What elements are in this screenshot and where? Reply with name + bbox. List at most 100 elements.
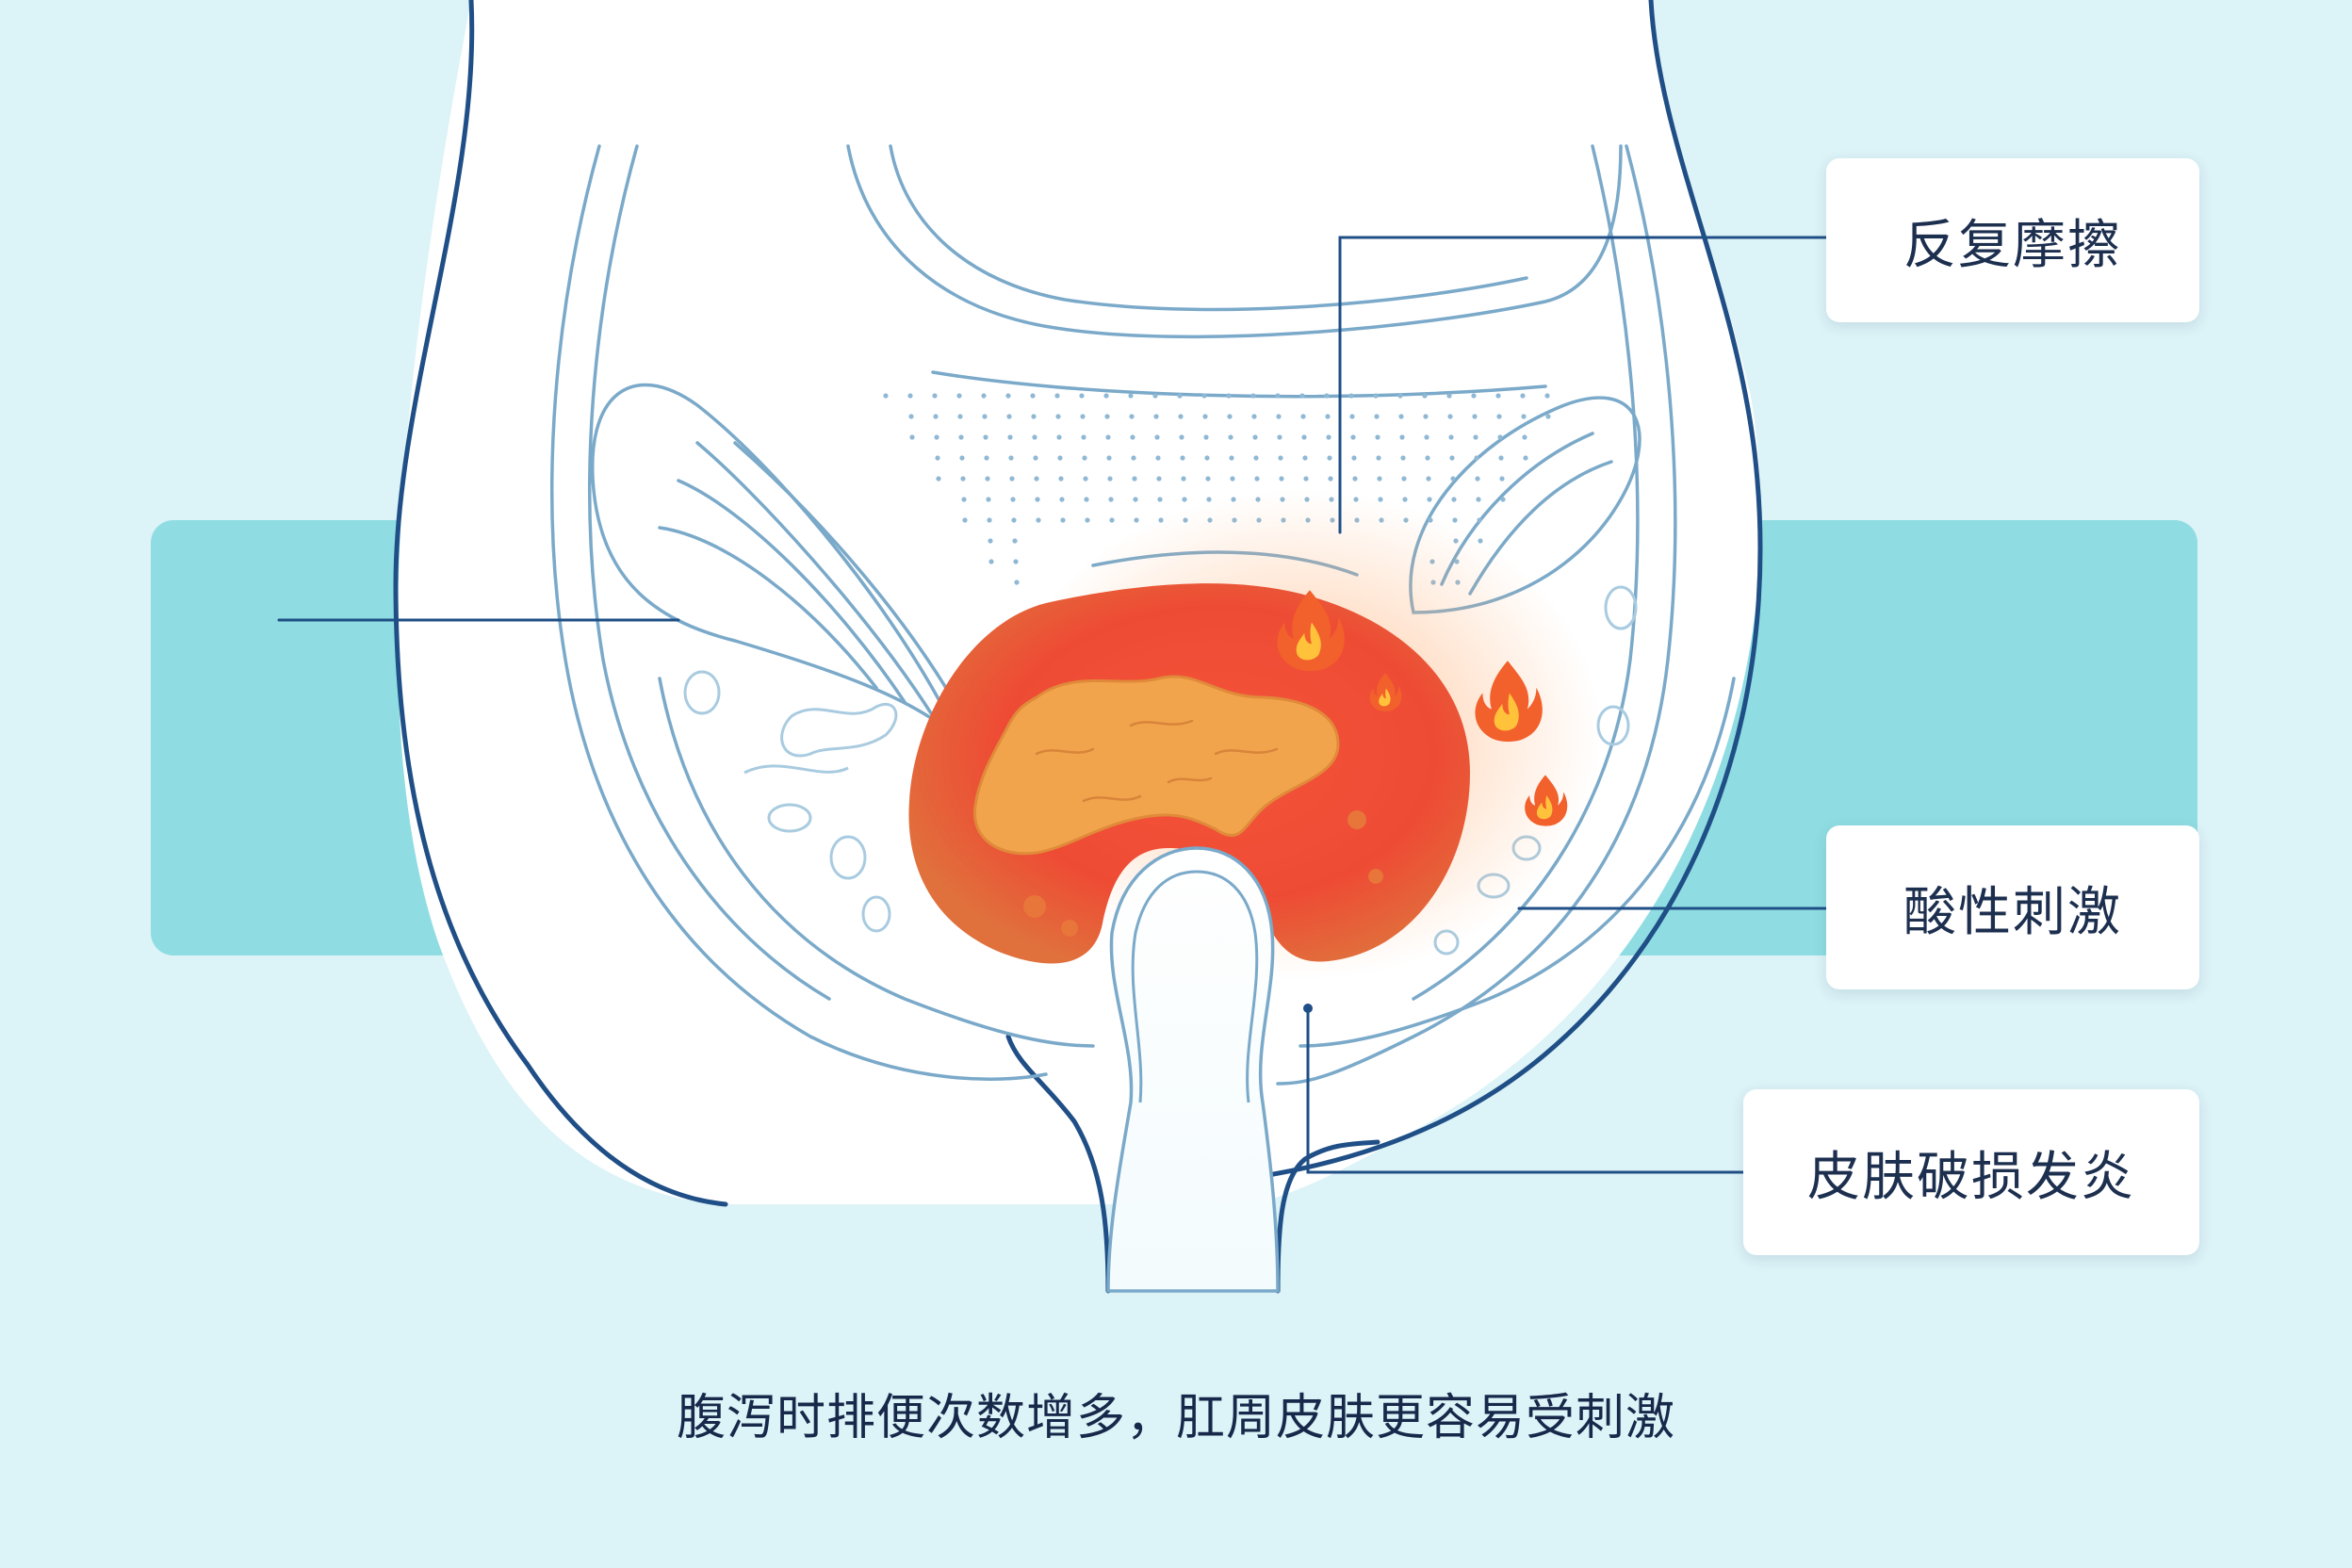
texture-dot <box>1157 497 1163 502</box>
muscle-fiber <box>658 526 878 690</box>
texture-dot <box>1301 434 1307 440</box>
texture-dot <box>958 434 964 440</box>
outer-outline-left <box>393 0 728 1207</box>
texture-dot <box>1425 455 1430 461</box>
texture-dot <box>1009 476 1015 482</box>
texture-dot <box>1447 414 1453 419</box>
texture-dot <box>1083 476 1088 482</box>
texture-dot <box>932 393 938 399</box>
texture-dot <box>936 476 941 482</box>
texture-dot <box>1520 393 1526 399</box>
texture-dot <box>959 455 965 461</box>
texture-dot <box>1179 434 1184 440</box>
texture-dot <box>982 414 988 419</box>
texture-dot <box>1521 414 1527 419</box>
muscle-fiber <box>695 441 935 718</box>
stool-mass <box>972 675 1340 856</box>
canal-inner-line <box>1131 870 1259 1103</box>
texture-dot <box>1152 393 1158 399</box>
texture-dot <box>1204 455 1210 461</box>
inner-wall-left-2 <box>588 144 831 1001</box>
callout-friction: 反复摩擦 <box>1826 158 2199 322</box>
texture-dot <box>1055 414 1061 419</box>
inner-wall-right-1 <box>1276 144 1677 1086</box>
upper-arch-2 <box>889 144 1528 312</box>
texture-dot <box>1106 455 1112 461</box>
callout-acid-label: 酸性刺激 <box>1903 881 2122 943</box>
texture-dot <box>1303 476 1309 482</box>
callout-inflammation: 皮肤破损发炎 <box>1743 1089 2199 1255</box>
texture-dot <box>1206 497 1212 502</box>
texture-dot <box>1471 393 1477 399</box>
texture-dot <box>1276 414 1282 419</box>
texture-dot <box>1278 455 1283 461</box>
texture-dot <box>987 517 992 523</box>
texture-dot <box>1352 476 1358 482</box>
texture-dot <box>1279 476 1284 482</box>
texture-dot <box>1449 455 1455 461</box>
texture-dot <box>1030 393 1036 399</box>
texture-dot <box>1475 476 1480 482</box>
texture-dot <box>1426 476 1431 482</box>
texture-dot <box>1522 434 1527 440</box>
texture-dot <box>983 434 988 440</box>
texture-dot <box>1013 559 1019 564</box>
texture-dot <box>1350 434 1356 440</box>
texture-dot <box>1300 414 1306 419</box>
texture-dot <box>1203 434 1209 440</box>
texture-dot <box>1545 414 1551 419</box>
left-muscle-lobe <box>591 383 961 742</box>
texture-dot <box>1128 393 1134 399</box>
texture-dot <box>1153 414 1159 419</box>
texture-dot <box>1397 393 1403 399</box>
lower-bowl-1 <box>658 677 1095 1048</box>
texture-dot <box>1452 517 1458 523</box>
texture-dot <box>960 476 966 482</box>
texture-dot <box>961 497 967 502</box>
texture-dot <box>1422 393 1428 399</box>
texture-dot <box>1477 517 1482 523</box>
texture-dot <box>1031 414 1037 419</box>
anal-canal <box>1106 846 1280 1293</box>
texture-dot <box>1181 476 1186 482</box>
texture-dot <box>1401 476 1407 482</box>
texture-dot <box>1156 476 1162 482</box>
texture-dot <box>957 414 963 419</box>
texture-dot <box>1450 476 1456 482</box>
texture-dot <box>1253 455 1259 461</box>
texture-dot <box>1349 414 1355 419</box>
texture-dot <box>1497 434 1503 440</box>
texture-dot <box>1251 414 1257 419</box>
inflamed-spot <box>1368 869 1383 884</box>
texture-dot <box>1035 497 1040 502</box>
texture-dot <box>1427 497 1432 502</box>
tissue-bubble <box>829 835 867 880</box>
texture-dot <box>1080 414 1086 419</box>
texture-dot <box>1496 414 1502 419</box>
texture-dot <box>1523 455 1528 461</box>
leader-line-friction <box>1338 236 1828 534</box>
texture-dot <box>1034 476 1039 482</box>
texture-dot <box>883 393 889 399</box>
texture-dot <box>1230 476 1235 482</box>
callout-friction-label: 反复摩擦 <box>1903 214 2122 276</box>
texture-dot <box>1351 455 1357 461</box>
texture-dot <box>1377 476 1382 482</box>
stool-texture <box>1167 776 1213 784</box>
texture-dot <box>1007 434 1013 440</box>
canal-outline-right <box>1275 1139 1380 1294</box>
texture-dot <box>1476 497 1481 502</box>
texture-dot <box>1326 434 1331 440</box>
stool-texture <box>1214 747 1279 756</box>
lower-bowl-2 <box>1298 677 1736 1048</box>
inflamed-spot <box>1348 810 1366 829</box>
leader-anchor-dot <box>1303 1004 1313 1013</box>
texture-dot <box>1032 434 1037 440</box>
texture-dot <box>1058 476 1064 482</box>
texture-dot <box>985 476 990 482</box>
texture-dot <box>962 517 968 523</box>
texture-dot <box>984 455 989 461</box>
outer-outline-right <box>1260 0 1763 1179</box>
stool-texture <box>1035 747 1095 756</box>
texture-dot <box>1178 414 1184 419</box>
